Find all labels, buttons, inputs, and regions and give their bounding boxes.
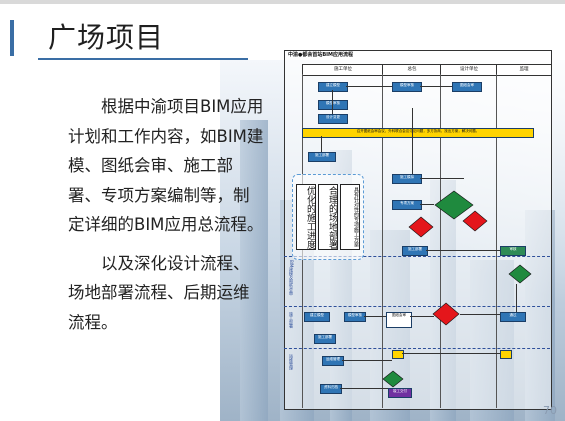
- flow-box: 竣工交付: [388, 388, 412, 398]
- decision-diamond: [462, 210, 488, 232]
- flow-box: [500, 350, 512, 359]
- slide-body: 根据中渝项目BIM应用计划和工作内容，如BIM建模、图纸会审、施工部署、专项方案…: [68, 92, 264, 346]
- flowchart-title: 中渝●都会首站BIM应用流程: [288, 52, 354, 58]
- column-header-design: 设计单位: [440, 64, 498, 76]
- paragraph-1: 根据中渝项目BIM应用计划和工作内容，如BIM建模、图纸会审、施工部署、专项方案…: [68, 97, 264, 234]
- decision-diamond: [432, 302, 460, 326]
- flow-box: 模型审核: [392, 82, 422, 92]
- flow-box: 图纸会审: [386, 312, 412, 328]
- flow-box: 建立模型: [318, 82, 348, 92]
- flow-box: 施工部署: [402, 246, 428, 256]
- outcome-card: 优化的施工进度: [296, 184, 316, 250]
- page-number: 70: [543, 404, 557, 417]
- flow-box: 审核: [500, 246, 526, 256]
- flow-box: 资料归档: [320, 384, 342, 394]
- phase-divider: [284, 306, 550, 307]
- outcome-card: 合理的场地部署: [318, 184, 338, 250]
- phase-divider: [284, 256, 550, 257]
- meeting-banner: 召开图纸会审会议，外科联合会议讨论问题，多方协商，找出方案，解决问题。: [302, 128, 534, 138]
- flow-box: 模型审核: [318, 100, 348, 110]
- flow-box: [392, 350, 404, 359]
- decision-diamond: [434, 190, 474, 220]
- flow-box: 设计变更: [318, 114, 348, 124]
- flow-box: 施工部署: [308, 152, 336, 162]
- phase-label: 施工部署: [289, 312, 294, 328]
- top-bar: [0, 0, 565, 4]
- flow-box: 运维管理: [322, 356, 344, 366]
- outcome-card: 具有针对性的专项施工方案: [340, 184, 360, 250]
- title-underline: [38, 58, 248, 60]
- column-header-general: 总包: [382, 64, 442, 76]
- title-accent: [10, 20, 14, 56]
- flow-box: 专项方案: [392, 200, 422, 210]
- decision-diamond: [408, 216, 434, 238]
- flow-box: 施工部署: [314, 334, 336, 344]
- flow-box: 模型审核: [344, 312, 366, 322]
- phase-label: BIM建模及图纸会审: [289, 260, 294, 296]
- decision-diamond: [382, 370, 404, 388]
- decision-diamond: [508, 264, 532, 284]
- bim-flowchart: 中渝●都会首站BIM应用流程 施工单位 总包 设计单位 监理 BIM建模及图纸会…: [284, 50, 554, 412]
- column-header-supervision: 监理: [496, 64, 552, 76]
- column-header-construction: 施工单位: [302, 64, 384, 76]
- phase-divider: [284, 348, 550, 349]
- paragraph-2: 以及深化设计流程、场地部署流程、后期运维流程。: [68, 253, 250, 332]
- phase-label: 运维管理: [289, 354, 294, 370]
- flow-box: 建立模型: [304, 312, 330, 322]
- slide-title: 广场项目: [48, 21, 165, 54]
- flow-box: 施工模拟: [392, 174, 422, 184]
- flow-box: 通过: [500, 312, 526, 322]
- flow-box: 图纸会审: [452, 82, 482, 92]
